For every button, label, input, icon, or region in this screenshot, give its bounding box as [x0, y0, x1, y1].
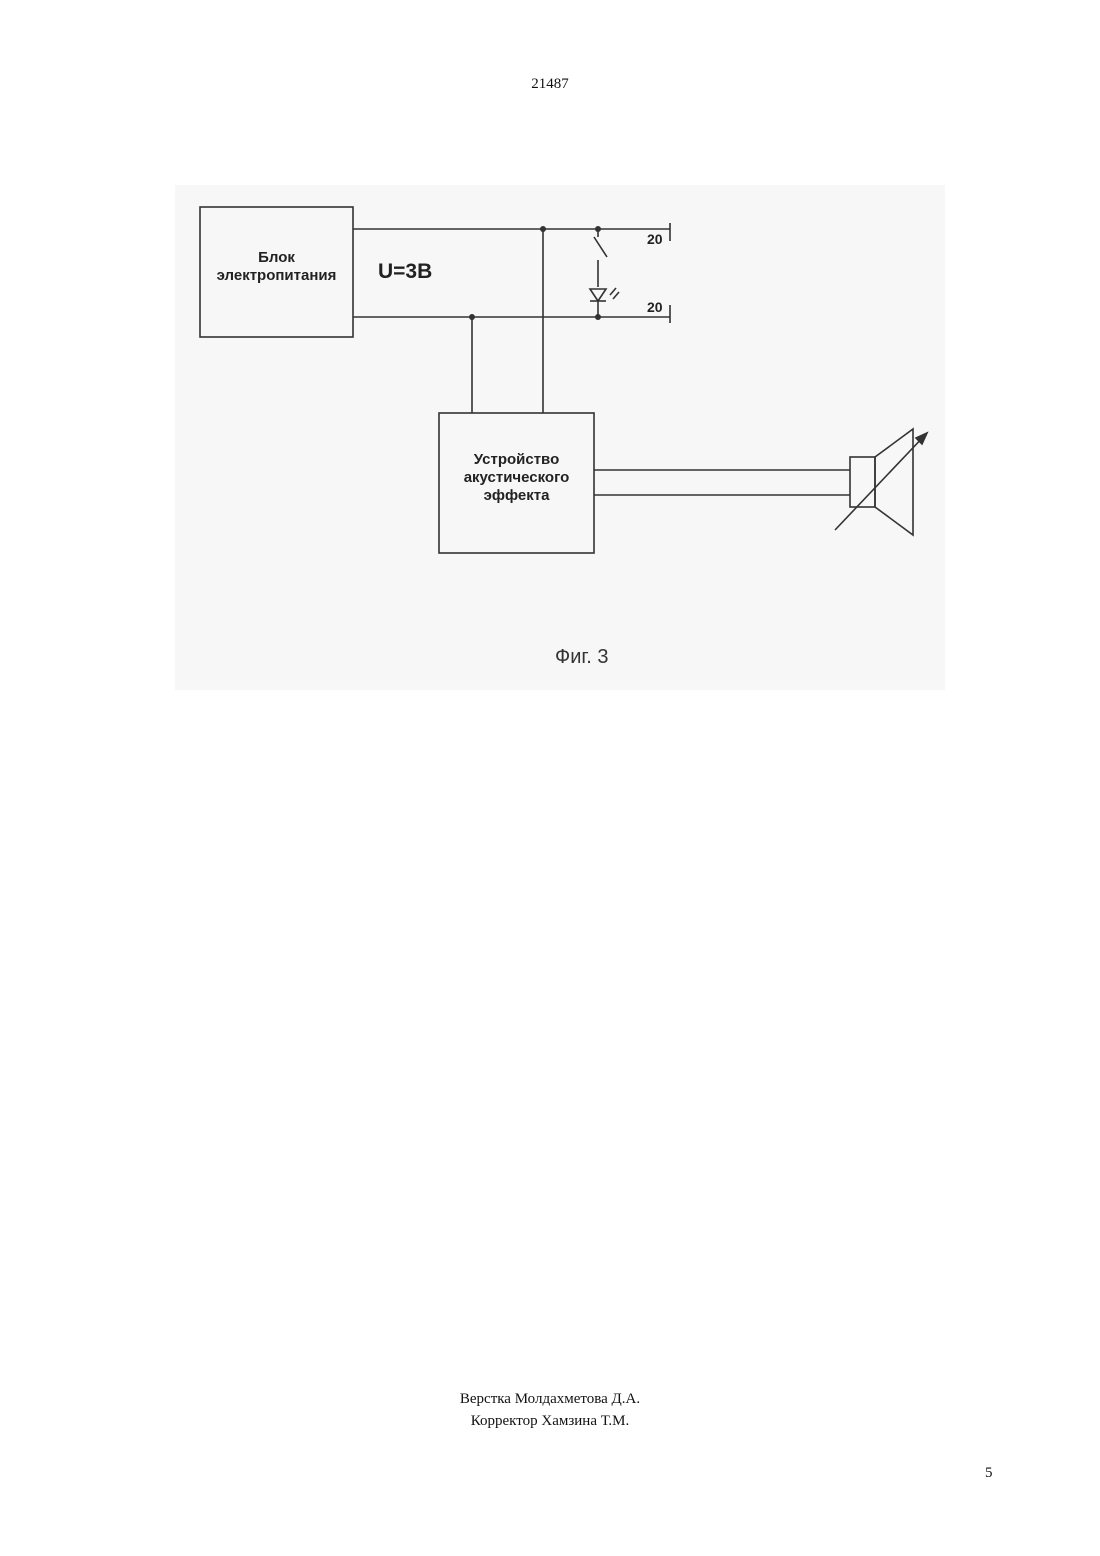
- terminal-top-label: 20: [647, 231, 663, 247]
- led-emission-arrow-2: [613, 292, 619, 299]
- junction-dot-bottom-left: [469, 314, 475, 320]
- power-block-label: Блок электропитания: [200, 249, 353, 285]
- voltage-label: U=3В: [378, 260, 432, 284]
- junction-dot-top-left: [540, 226, 546, 232]
- footer-credits: Верстка Молдахметова Д.А. Корректор Хамз…: [0, 1388, 1100, 1432]
- terminal-bottom-label: 20: [647, 299, 663, 315]
- figure-caption: Фиг. 3: [555, 646, 608, 669]
- led-emission-arrow-1: [610, 288, 616, 295]
- page-number: 5: [985, 1465, 993, 1482]
- acoustic-device-label: Устройство акустического эффекта: [459, 451, 574, 505]
- speaker-magnet: [850, 457, 875, 507]
- switch-contact: [594, 237, 607, 257]
- proofreader-credit: Корректор Хамзина Т.М.: [0, 1410, 1100, 1432]
- patent-number: 21487: [0, 76, 1100, 93]
- led-diode-triangle: [590, 289, 606, 301]
- layout-credit: Верстка Молдахметова Д.А.: [0, 1388, 1100, 1410]
- junction-dot-top-right: [595, 226, 601, 232]
- figure-3: Блок электропитания U=3В 20 20 Устройств…: [175, 185, 945, 690]
- junction-dot-bottom-right: [595, 314, 601, 320]
